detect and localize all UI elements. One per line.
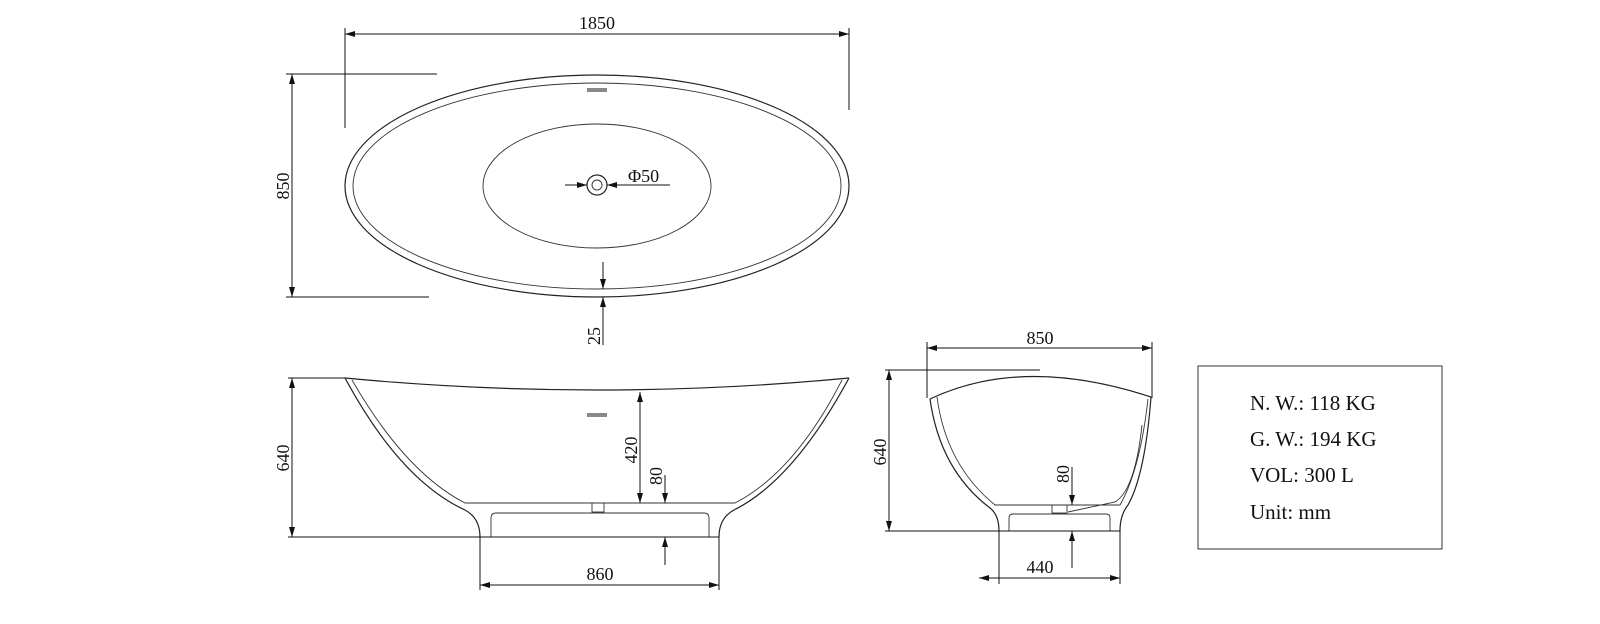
end-base-height-label: 80 (1053, 465, 1073, 483)
end-view: 640 850 80 440 (870, 328, 1153, 584)
end-base-width-label: 440 (1027, 557, 1054, 577)
height-label: 640 (273, 445, 293, 472)
end-base (1008, 513, 1111, 531)
drain-icon (586, 174, 608, 196)
side-view: 640 420 80 860 (273, 377, 850, 590)
tub-outer-outline (344, 74, 850, 298)
drain-inner (591, 179, 603, 191)
length-label: 1850 (579, 13, 615, 33)
side-base (490, 512, 710, 537)
end-rim (929, 375, 1152, 400)
drain-diameter-label: Φ50 (628, 166, 659, 186)
depth-label: 420 (621, 437, 641, 464)
top-view: Φ50 1850 850 25 (273, 13, 850, 345)
drain-fitting (591, 502, 605, 513)
volume: VOL: 300 L (1250, 463, 1354, 487)
side-outer-left (344, 377, 481, 538)
end-inner (936, 396, 1149, 506)
unit: Unit: mm (1250, 500, 1331, 524)
gross-weight: G. W.: 194 KG (1250, 427, 1377, 451)
end-outer-left (929, 398, 1000, 532)
width-label: 850 (273, 173, 293, 200)
rim-label: 25 (584, 327, 604, 345)
side-outer-right (718, 377, 850, 538)
drain-fitting (1051, 504, 1068, 514)
tub-rim-inner (352, 82, 842, 290)
end-outer-right (1119, 396, 1152, 532)
end-height-label: 640 (870, 439, 890, 466)
net-weight: N. W.: 118 KG (1250, 391, 1376, 415)
side-rim (344, 377, 850, 391)
overflow-icon (587, 413, 607, 417)
spec-box-border (1197, 365, 1443, 550)
side-inner (351, 379, 843, 504)
base-length-label: 860 (587, 564, 614, 584)
overflow-icon (587, 88, 607, 92)
spec-box: N. W.: 118 KG G. W.: 194 KG VOL: 300 L U… (1197, 365, 1443, 550)
tub-basin (482, 123, 712, 249)
end-overflow-channel (1067, 424, 1143, 513)
base-height-label: 80 (646, 467, 666, 485)
end-width-label: 850 (1027, 328, 1054, 348)
